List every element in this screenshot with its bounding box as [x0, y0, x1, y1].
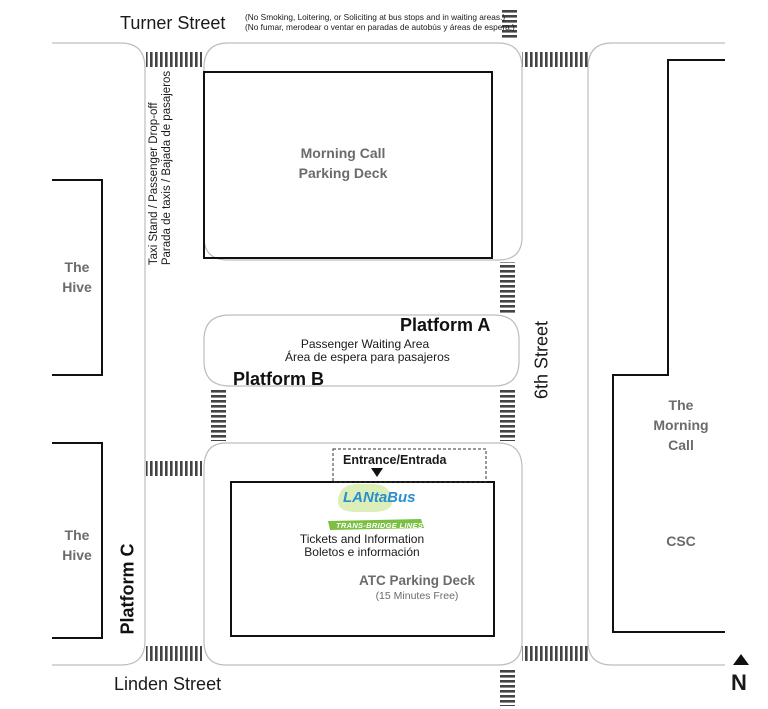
waiting-area-english: Passenger Waiting Area — [300, 337, 430, 351]
entrance-label: Entrance/Entrada — [343, 453, 447, 467]
lantabus-logo-icon — [328, 484, 424, 530]
logo-lanta: LANta — [343, 489, 388, 506]
crosswalk — [502, 10, 517, 40]
curb-morning-call-block — [203, 42, 523, 261]
crosswalk — [500, 262, 515, 314]
morning-call-line1: The — [668, 397, 694, 413]
notice-english: (No Smoking, Loitering, or Soliciting at… — [245, 12, 506, 22]
curb-waiting-island — [203, 314, 520, 387]
taxi-english: Taxi Stand / Passenger Drop-off — [148, 102, 160, 266]
atc-deck-label: ATC Parking Deck — [358, 573, 476, 588]
morning-call-label: The Morning Call — [645, 395, 717, 455]
platform-c-label: Platform C — [117, 543, 138, 635]
morning-call-deck-outline — [203, 71, 493, 259]
curb-west-block — [52, 42, 146, 666]
hive-south-outline — [52, 442, 103, 639]
north-arrow-icon — [733, 654, 749, 665]
crosswalk — [146, 461, 202, 476]
atc-deck-outline — [230, 481, 495, 637]
csc-label: CSC — [666, 533, 696, 549]
curb-atc-block — [203, 442, 523, 666]
morning-call-line3: Call — [668, 437, 694, 453]
tickets-label: Tickets and Information Boletos e inform… — [292, 533, 432, 559]
lantabus-logo-text: LANtaBus — [343, 489, 416, 507]
compass-north-label: N — [731, 670, 747, 695]
trans-bridge-logo-text: TRANS-BRIDGE LINES — [336, 521, 424, 530]
crosswalk — [500, 668, 515, 706]
morning-call-deck-line2: Parking Deck — [298, 165, 388, 181]
morning-call-deck-label: Morning Call Parking Deck — [288, 143, 398, 183]
crosswalk — [146, 52, 202, 67]
hive-north-line1: The — [64, 259, 90, 275]
hive-south-line2: Hive — [62, 547, 92, 563]
sixth-street-label: 6th Street — [531, 320, 552, 400]
platform-a-label: Platform A — [400, 315, 491, 335]
morning-call-line2: Morning — [653, 417, 709, 433]
linden-street-label: Linden Street — [114, 674, 222, 694]
notice-spanish: (No fumar, merodear o ventar en paradas … — [245, 22, 515, 32]
curb-east-block — [587, 42, 725, 666]
platform-b-label: Platform B — [233, 369, 325, 389]
hive-south-line1: The — [64, 527, 90, 543]
entrance-dashed-box — [332, 448, 487, 483]
logo-bus: Bus — [387, 489, 416, 506]
hive-north-label: The Hive — [52, 257, 102, 297]
atc-deck-note: (15 Minutes Free) — [375, 590, 459, 602]
crosswalks — [146, 10, 588, 706]
crosswalk — [500, 388, 515, 441]
no-smoking-notice: (No Smoking, Loitering, or Soliciting at… — [245, 12, 515, 32]
tickets-spanish: Boletos e información — [304, 545, 420, 559]
crosswalk — [522, 52, 588, 67]
entrance-arrow-icon — [371, 468, 383, 477]
taxi-stand-label: Taxi Stand / Passenger Drop-off Parada d… — [148, 71, 174, 265]
hive-south-label: The Hive — [52, 525, 102, 565]
tickets-english: Tickets and Information — [299, 532, 425, 546]
hive-north-line2: Hive — [62, 279, 92, 295]
taxi-spanish: Parada de taxis / Bajada de pasajeros — [161, 70, 173, 266]
morning-call-outline — [612, 59, 725, 633]
morning-call-deck-line1: Morning Call — [300, 145, 386, 161]
crosswalk — [522, 646, 588, 661]
waiting-area-label: Passenger Waiting Area Área de espera pa… — [285, 337, 450, 364]
crosswalk — [146, 646, 202, 661]
crosswalk — [211, 388, 226, 441]
turner-street-label: Turner Street — [120, 13, 226, 33]
hive-north-outline — [52, 179, 103, 376]
waiting-area-spanish: Área de espera para pasajeros — [285, 350, 450, 364]
